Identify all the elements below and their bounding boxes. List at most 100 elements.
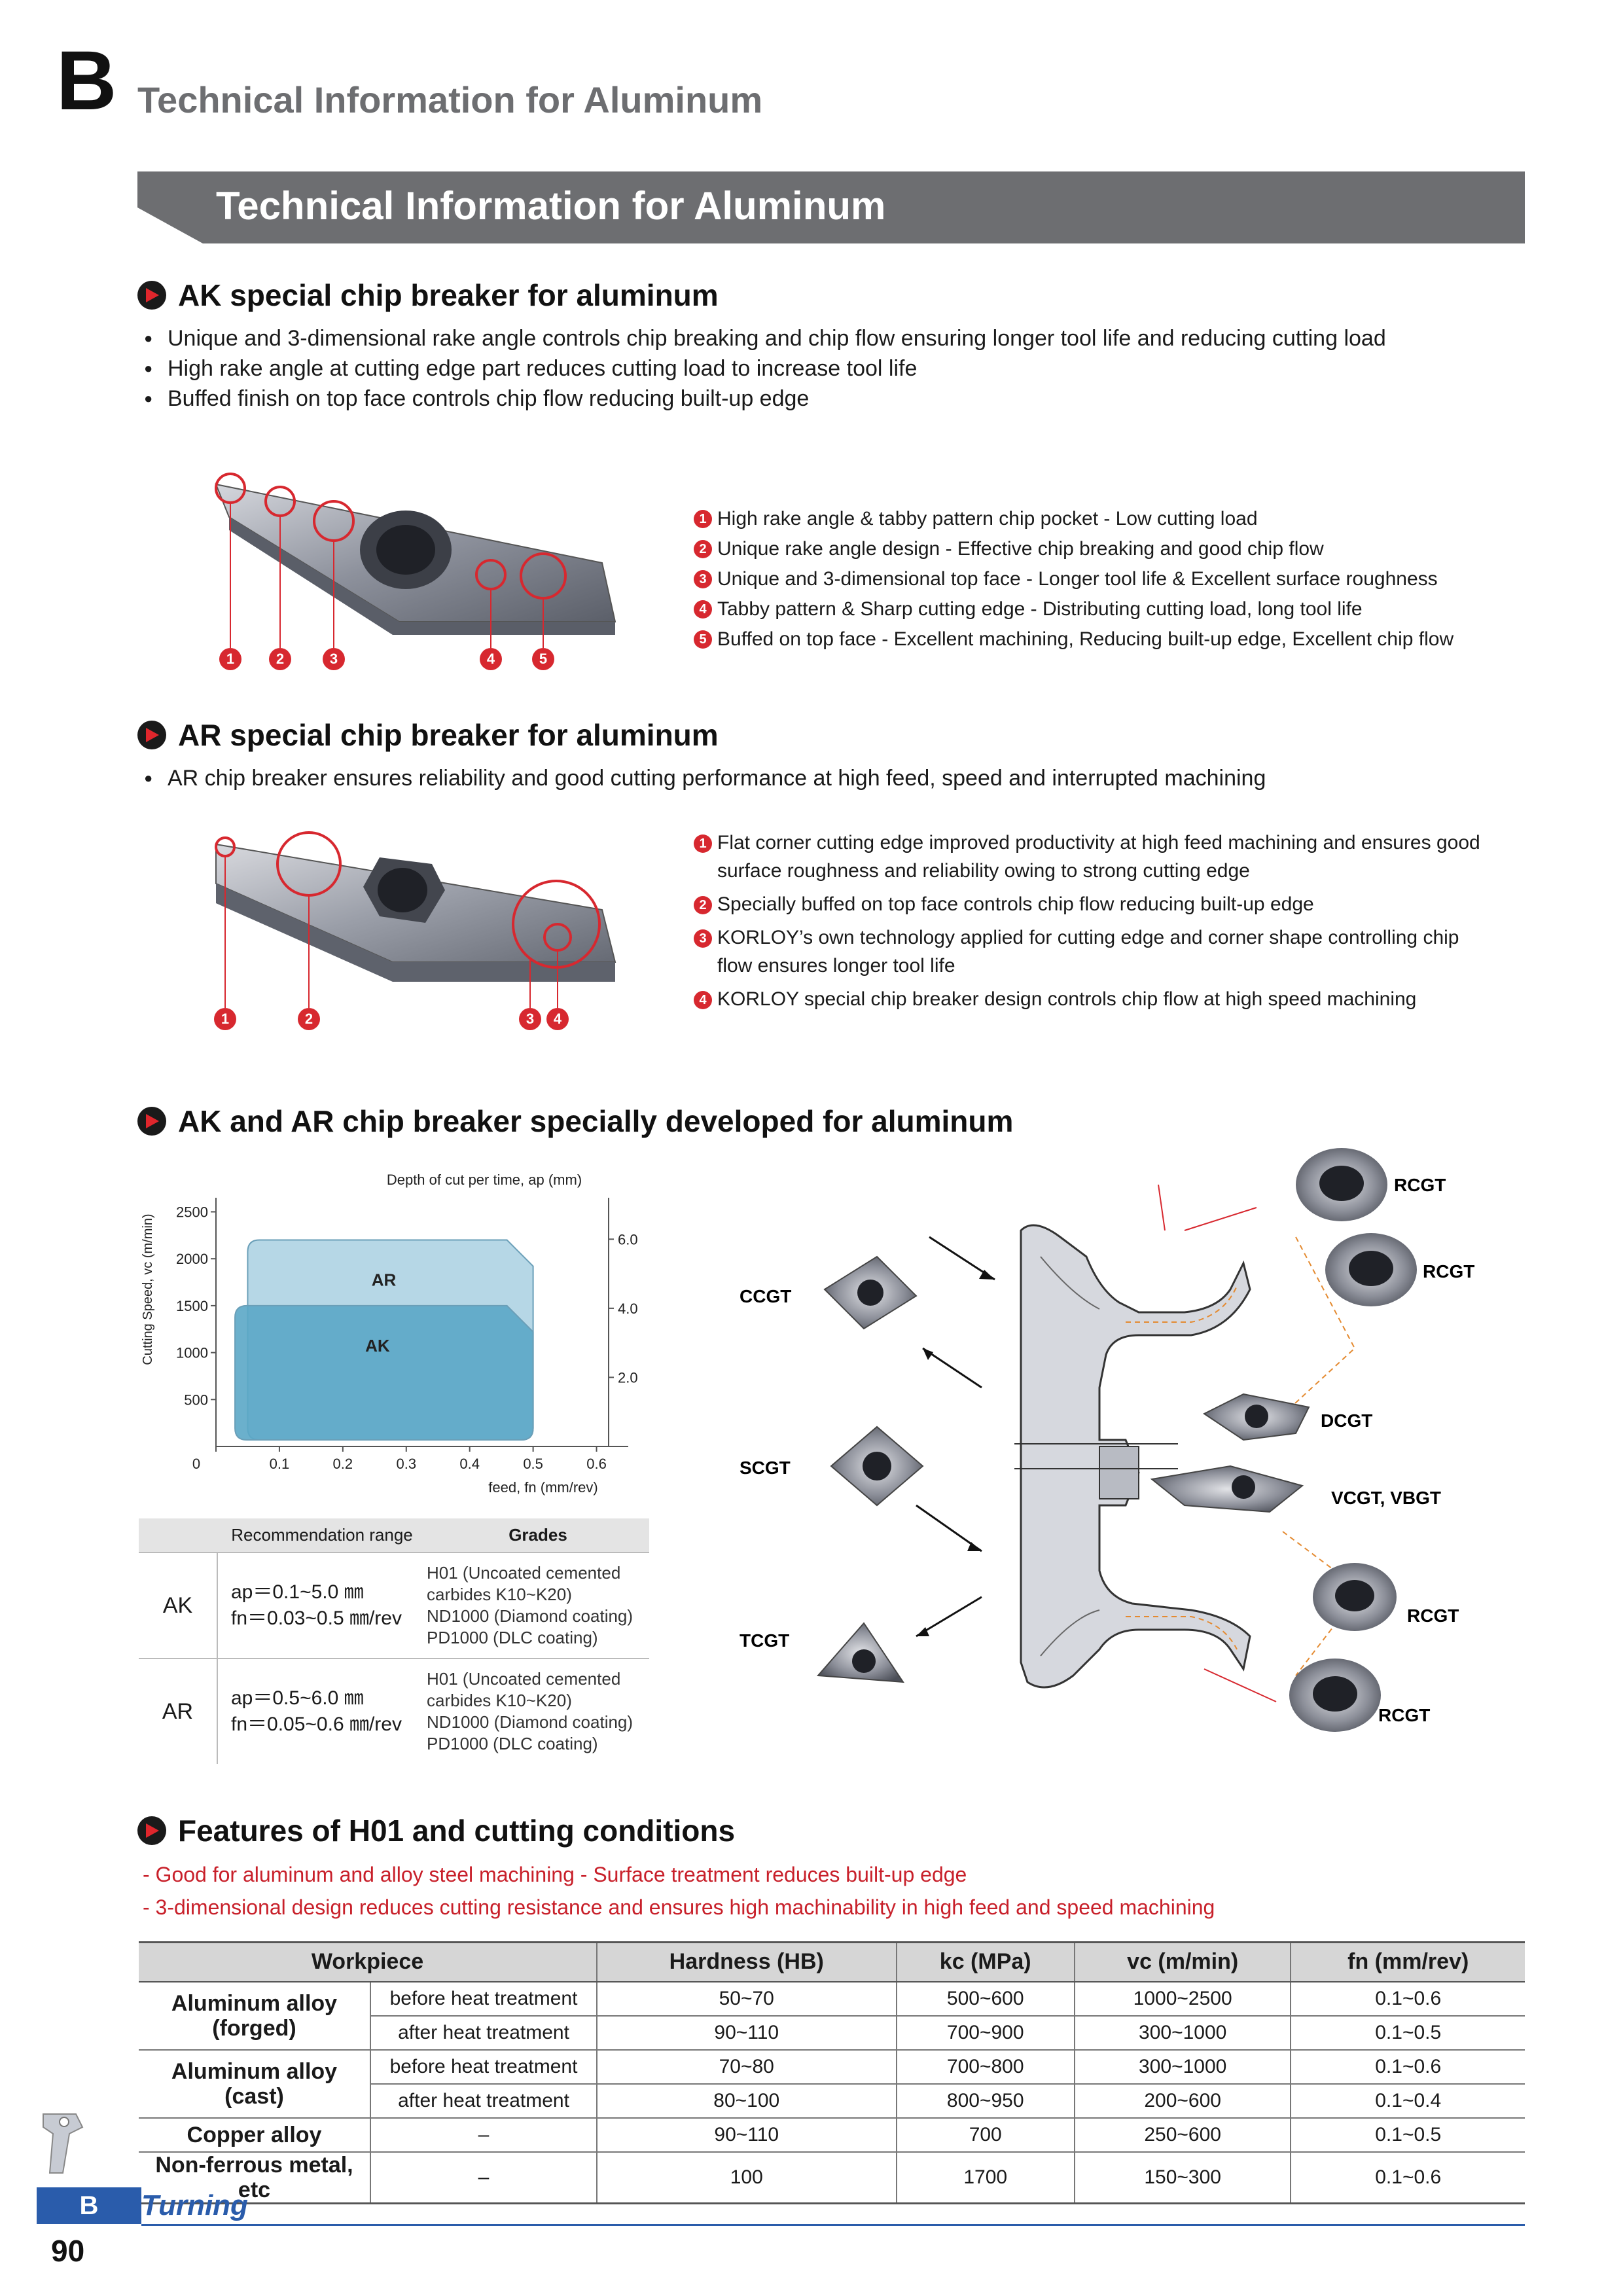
x-tick-label: 0.5 xyxy=(523,1456,543,1472)
scgt-insert-icon xyxy=(830,1426,924,1507)
right-tick-label: 6.0 xyxy=(618,1231,638,1247)
section-tab[interactable]: B xyxy=(37,2187,141,2224)
fn-cell: 0.1~0.6 xyxy=(1291,2151,1525,2204)
arrow-circle-icon xyxy=(137,1107,166,1136)
dcgt-label: DCGT xyxy=(1321,1410,1372,1431)
callout-number: 4 xyxy=(480,648,502,670)
treatment-cell: before heat treatment xyxy=(370,1981,597,2017)
fn-cell: 0.1~0.5 xyxy=(1291,2117,1525,2153)
section-ar-heading: AR special chip breaker for aluminum xyxy=(137,717,719,753)
section-features-heading: Features of H01 and cutting conditions xyxy=(137,1813,735,1848)
arrow-circle-icon xyxy=(137,721,166,749)
workpiece-cell: Non-ferrous metal, etc xyxy=(139,2151,371,2204)
rcgt-label: RCGT xyxy=(1407,1605,1459,1626)
rcgt-insert-icon xyxy=(1289,1659,1381,1732)
y-tick-label: 2000 xyxy=(176,1251,208,1267)
rcgt-label: RCGT xyxy=(1378,1705,1430,1725)
table-header: vc (m/min) xyxy=(1074,1941,1292,1982)
fn-cell: 0.1~0.4 xyxy=(1291,2083,1525,2119)
list-item: Unique and 3-dimensional rake angle cont… xyxy=(144,323,1386,353)
vc-cell: 250~600 xyxy=(1074,2117,1292,2153)
vc-cell: 1000~2500 xyxy=(1074,1981,1292,2017)
hardness-cell: 90~110 xyxy=(597,2015,897,2051)
table-header: fn (mm/rev) xyxy=(1291,1941,1525,1982)
fn-cell: 0.1~0.6 xyxy=(1291,1981,1525,2017)
treatment-cell: before heat treatment xyxy=(370,2049,597,2085)
x-tick-label: 0.1 xyxy=(270,1456,290,1472)
workpiece-cell: Aluminum alloy(cast) xyxy=(139,2049,371,2119)
wheel-application-diagram: RCGT RCGT CCGT DCGT SCGT VCGT, VBGT RCGT… xyxy=(740,1148,1474,1732)
arrow-circle-icon xyxy=(137,281,166,310)
hardness-cell: 90~110 xyxy=(597,2117,897,2153)
x-tick-label: 0 xyxy=(192,1456,200,1472)
rcgt-label: RCGT xyxy=(1394,1175,1446,1195)
kc-cell: 800~950 xyxy=(896,2083,1075,2119)
y-tick-label: 1500 xyxy=(176,1298,208,1314)
chapter-letter: B xyxy=(56,34,117,128)
section-akar-heading: AK and AR chip breaker specially develop… xyxy=(137,1103,1013,1139)
treatment-cell: after heat treatment xyxy=(370,2015,597,2051)
ccgt-insert-icon xyxy=(823,1255,918,1330)
list-item: AR chip breaker ensures reliability and … xyxy=(144,763,1266,793)
table-header: Workpiece xyxy=(139,1941,597,1982)
rcgt-label: RCGT xyxy=(1423,1261,1474,1282)
vcgt-label: VCGT, VBGT xyxy=(1331,1488,1441,1508)
list-item: High rake angle at cutting edge part red… xyxy=(144,353,1386,384)
dcgt-insert-icon xyxy=(1203,1393,1310,1441)
callout-number: 5 xyxy=(532,648,554,670)
kc-cell: 700~900 xyxy=(896,2015,1075,2051)
right-tick-label: 4.0 xyxy=(618,1300,638,1317)
series-label: AK xyxy=(365,1336,390,1355)
right-tick-label: 2.0 xyxy=(618,1369,638,1386)
list-item: Buffed finish on top face controls chip … xyxy=(144,384,1386,414)
ak-bullet-list: Unique and 3-dimensional rake angle cont… xyxy=(144,323,1386,414)
table-row: Aluminum alloy(cast) before heat treatme… xyxy=(139,2049,1525,2119)
arrow-circle-icon xyxy=(137,1816,166,1845)
vc-cell: 150~300 xyxy=(1074,2151,1292,2204)
table-header: Recommendation range xyxy=(217,1518,427,1553)
table-header: Hardness (HB) xyxy=(597,1941,897,1982)
fn-cell: 0.1~0.6 xyxy=(1291,2049,1525,2085)
chip-breaker-name: AR xyxy=(139,1659,218,1764)
ccgt-label: CCGT xyxy=(740,1286,791,1306)
workpiece-cell: Copper alloy xyxy=(139,2117,371,2153)
tcgt-label: TCGT xyxy=(740,1630,789,1651)
y-tick-label: 500 xyxy=(184,1391,208,1408)
table-header xyxy=(139,1518,217,1553)
chart-x-axis-label: feed, fn (mm/rev) xyxy=(488,1479,597,1496)
chart-y-axis-label: Cutting Speed, vc (m/min) xyxy=(141,1213,155,1365)
kc-cell: 1700 xyxy=(896,2151,1075,2204)
feature-note: - 3-dimensional design reduces cutting r… xyxy=(143,1895,1215,1919)
callout-number: 1 xyxy=(214,1008,236,1030)
rcgt-insert-icon xyxy=(1313,1563,1397,1631)
callout-number: 1 xyxy=(219,648,241,670)
tcgt-insert-icon xyxy=(816,1622,904,1683)
turning-tool-icon xyxy=(43,2113,84,2174)
x-tick-label: 0.4 xyxy=(459,1456,480,1472)
table-row: Copper alloy – 90~110 700 250~600 0.1~0.… xyxy=(139,2117,1525,2153)
vc-cell: 300~1000 xyxy=(1074,2049,1292,2085)
chart-svg: Depth of cut per time, ap (mm) Cutting S… xyxy=(141,1172,638,1496)
footer-divider xyxy=(141,2224,1525,2226)
y-tick-label: 2500 xyxy=(176,1204,208,1221)
callout-number: 3 xyxy=(323,648,345,670)
rcgt-insert-icon xyxy=(1296,1148,1387,1221)
hardness-cell: 80~100 xyxy=(597,2083,897,2119)
table-row: after heat treatment 80~100 800~950 200~… xyxy=(139,2083,1525,2119)
table-header: Grades xyxy=(427,1518,649,1553)
rcgt-insert-icon xyxy=(1325,1233,1417,1306)
workpiece-cell: Aluminum alloy(forged) xyxy=(139,1981,371,2051)
